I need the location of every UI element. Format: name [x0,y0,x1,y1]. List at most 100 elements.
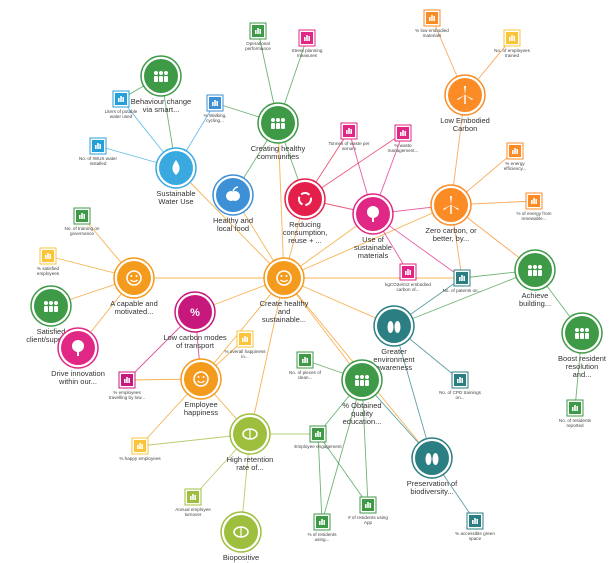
kpi-node-k4[interactable]: % Walking,cycling... [204,94,227,123]
edge-n11-n13 [393,325,433,459]
edge-n14-n20 [249,277,285,435]
bar-chart-icon [509,35,515,41]
wind-turbine-icon [457,86,473,104]
edge-n12-k25 [361,379,369,506]
goal-node-circle [377,309,411,343]
bar-chart-icon [459,275,465,281]
goal-node-circle [288,182,322,216]
bar-chart-icon [319,519,325,525]
kpi-node-k13[interactable]: No. of patents on... [443,269,482,293]
bar-chart-icon [572,405,578,411]
water-drop-icon [172,160,180,175]
kpi-node-k21[interactable]: % happy employees [119,437,161,461]
brain-icon [233,526,249,538]
lungs-icon [387,321,401,333]
edge-k22-k25 [317,433,369,506]
edge-k22-k24 [317,433,323,523]
people-icon [575,328,589,339]
smile-icon [276,270,292,286]
bar-chart-icon [118,96,124,102]
edge-n12-k24 [321,379,363,523]
bar-chart-icon [79,213,85,219]
goal-node-circle [267,261,301,295]
goal-node-circle [117,261,151,295]
smile-icon [193,371,209,387]
bar-chart-icon [302,357,308,363]
brain-icon [242,428,258,440]
bar-chart-icon [346,128,352,134]
people-icon [44,301,58,312]
kpi-node-k22[interactable]: Employee engagement [294,425,342,449]
people-icon [271,118,285,129]
goal-node-n21[interactable]: Biopositivelocal [220,511,262,563]
bar-chart-icon [400,130,406,136]
edge-n9-n11 [393,269,536,327]
bar-chart-icon [45,253,51,259]
edge-n14-n2 [175,167,285,279]
bar-chart-icon [124,377,130,383]
people-icon [154,71,168,82]
